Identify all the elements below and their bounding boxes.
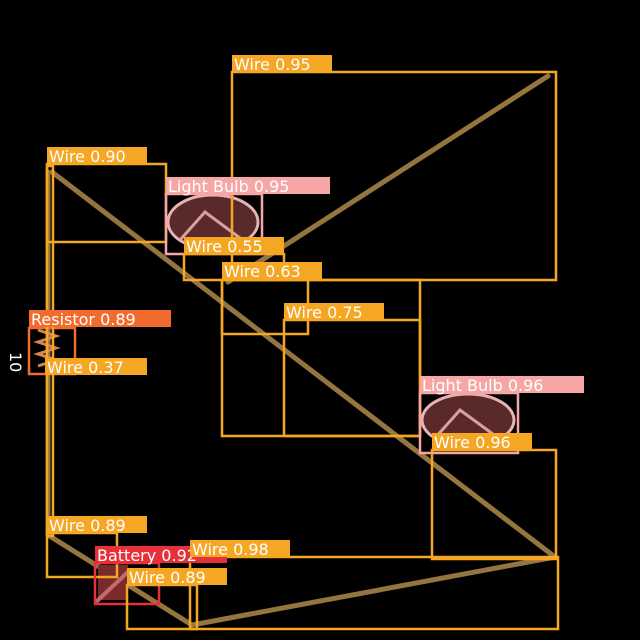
- drawn-wire-bottom-right: [189, 554, 558, 628]
- bulb-drawing-top: [166, 193, 260, 251]
- box-wire-037: [45, 164, 55, 538]
- label-wire-055: Wire 0.55: [186, 237, 263, 256]
- drawn-wire-diagonal-long: [49, 169, 558, 560]
- label-wire-063: Wire 0.63: [224, 262, 301, 281]
- label-wire-096: Wire 0.96: [434, 433, 511, 452]
- label-wire-075: Wire 0.75: [286, 303, 363, 322]
- label-resistor-089: Resistor 0.89: [31, 310, 136, 329]
- label-wire-090: Wire 0.90: [49, 147, 126, 166]
- label-wire-037: Wire 0.37: [47, 358, 124, 377]
- detection-labels: Wire 0.95 Wire 0.90 Light Bulb 0.95 Wire…: [29, 55, 584, 587]
- resistor-value-text: 10: [6, 352, 25, 372]
- label-light-bulb-096: Light Bulb 0.96: [422, 376, 543, 395]
- label-wire-095: Wire 0.95: [234, 55, 311, 74]
- label-light-bulb-095: Light Bulb 0.95: [168, 177, 289, 196]
- battery-drawing: [94, 565, 132, 604]
- box-wire-098: [188, 555, 560, 631]
- label-wire-089-left: Wire 0.89: [49, 516, 126, 535]
- label-battery-092: Battery 0.92: [97, 546, 197, 565]
- label-wire-089-bottom: Wire 0.89: [129, 568, 206, 587]
- label-wire-098: Wire 0.98: [192, 540, 269, 559]
